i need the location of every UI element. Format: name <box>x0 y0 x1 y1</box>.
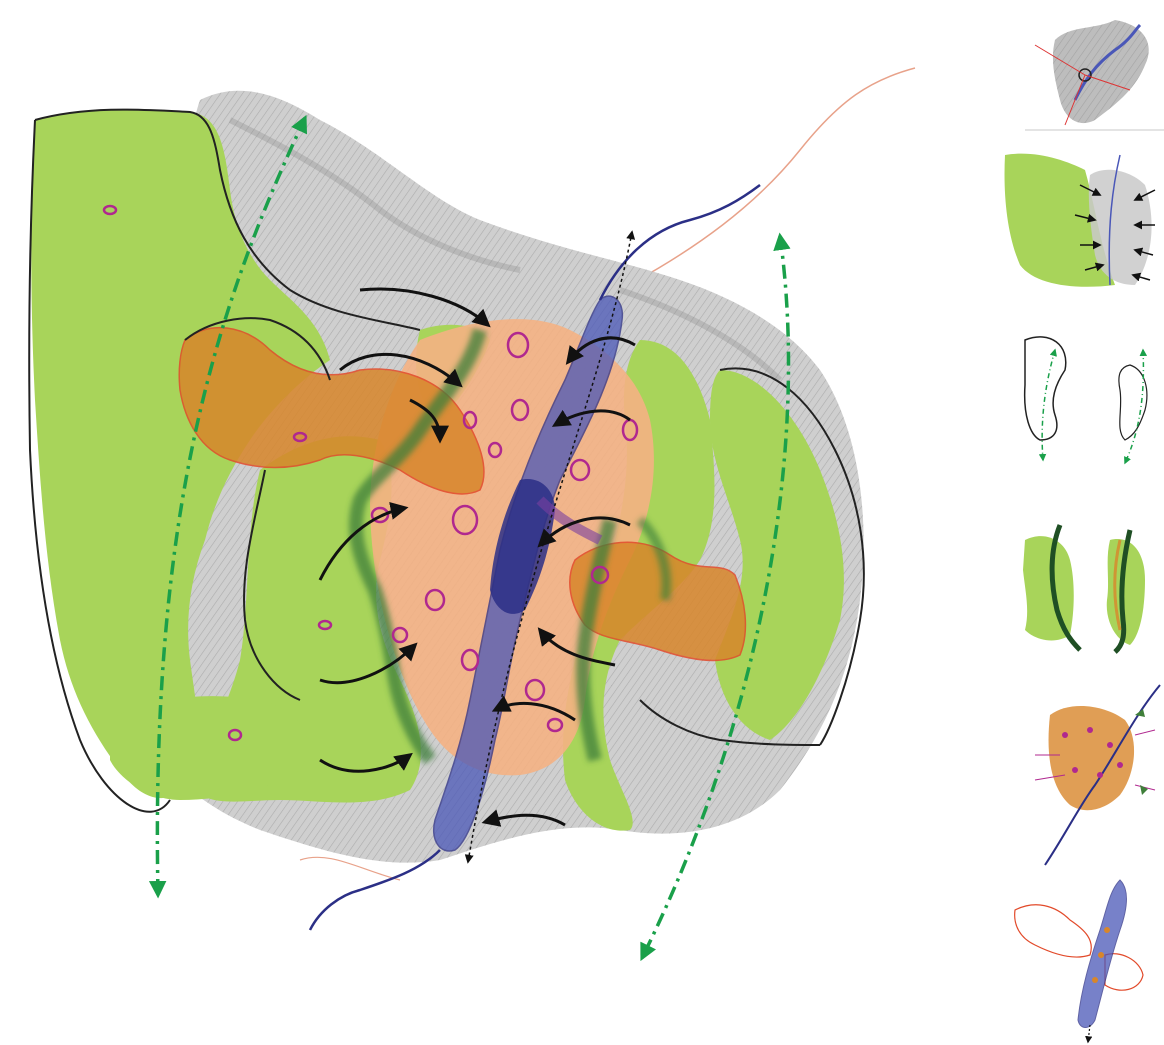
curved-arrow-icon <box>319 752 413 773</box>
thumb-green-belts <box>1023 524 1145 654</box>
thumb-urban-nodes <box>1034 684 1161 866</box>
thumb-river-corridor <box>1014 879 1144 1044</box>
thumb-terrain <box>1025 20 1164 131</box>
thumb-outline-axes <box>1023 336 1148 465</box>
curved-arrow-icon <box>409 398 449 444</box>
river-axis <box>464 230 636 864</box>
curved-arrow-icon <box>318 502 409 581</box>
curved-arrow-icon <box>319 642 418 685</box>
double-headed-dash-dot-arrow-icon <box>148 114 308 899</box>
green-axes <box>148 114 791 962</box>
double-headed-dash-dot-arrow-icon <box>640 232 791 962</box>
thumb-green-arrows <box>1004 153 1156 287</box>
curved-arrow-icon <box>339 352 463 388</box>
